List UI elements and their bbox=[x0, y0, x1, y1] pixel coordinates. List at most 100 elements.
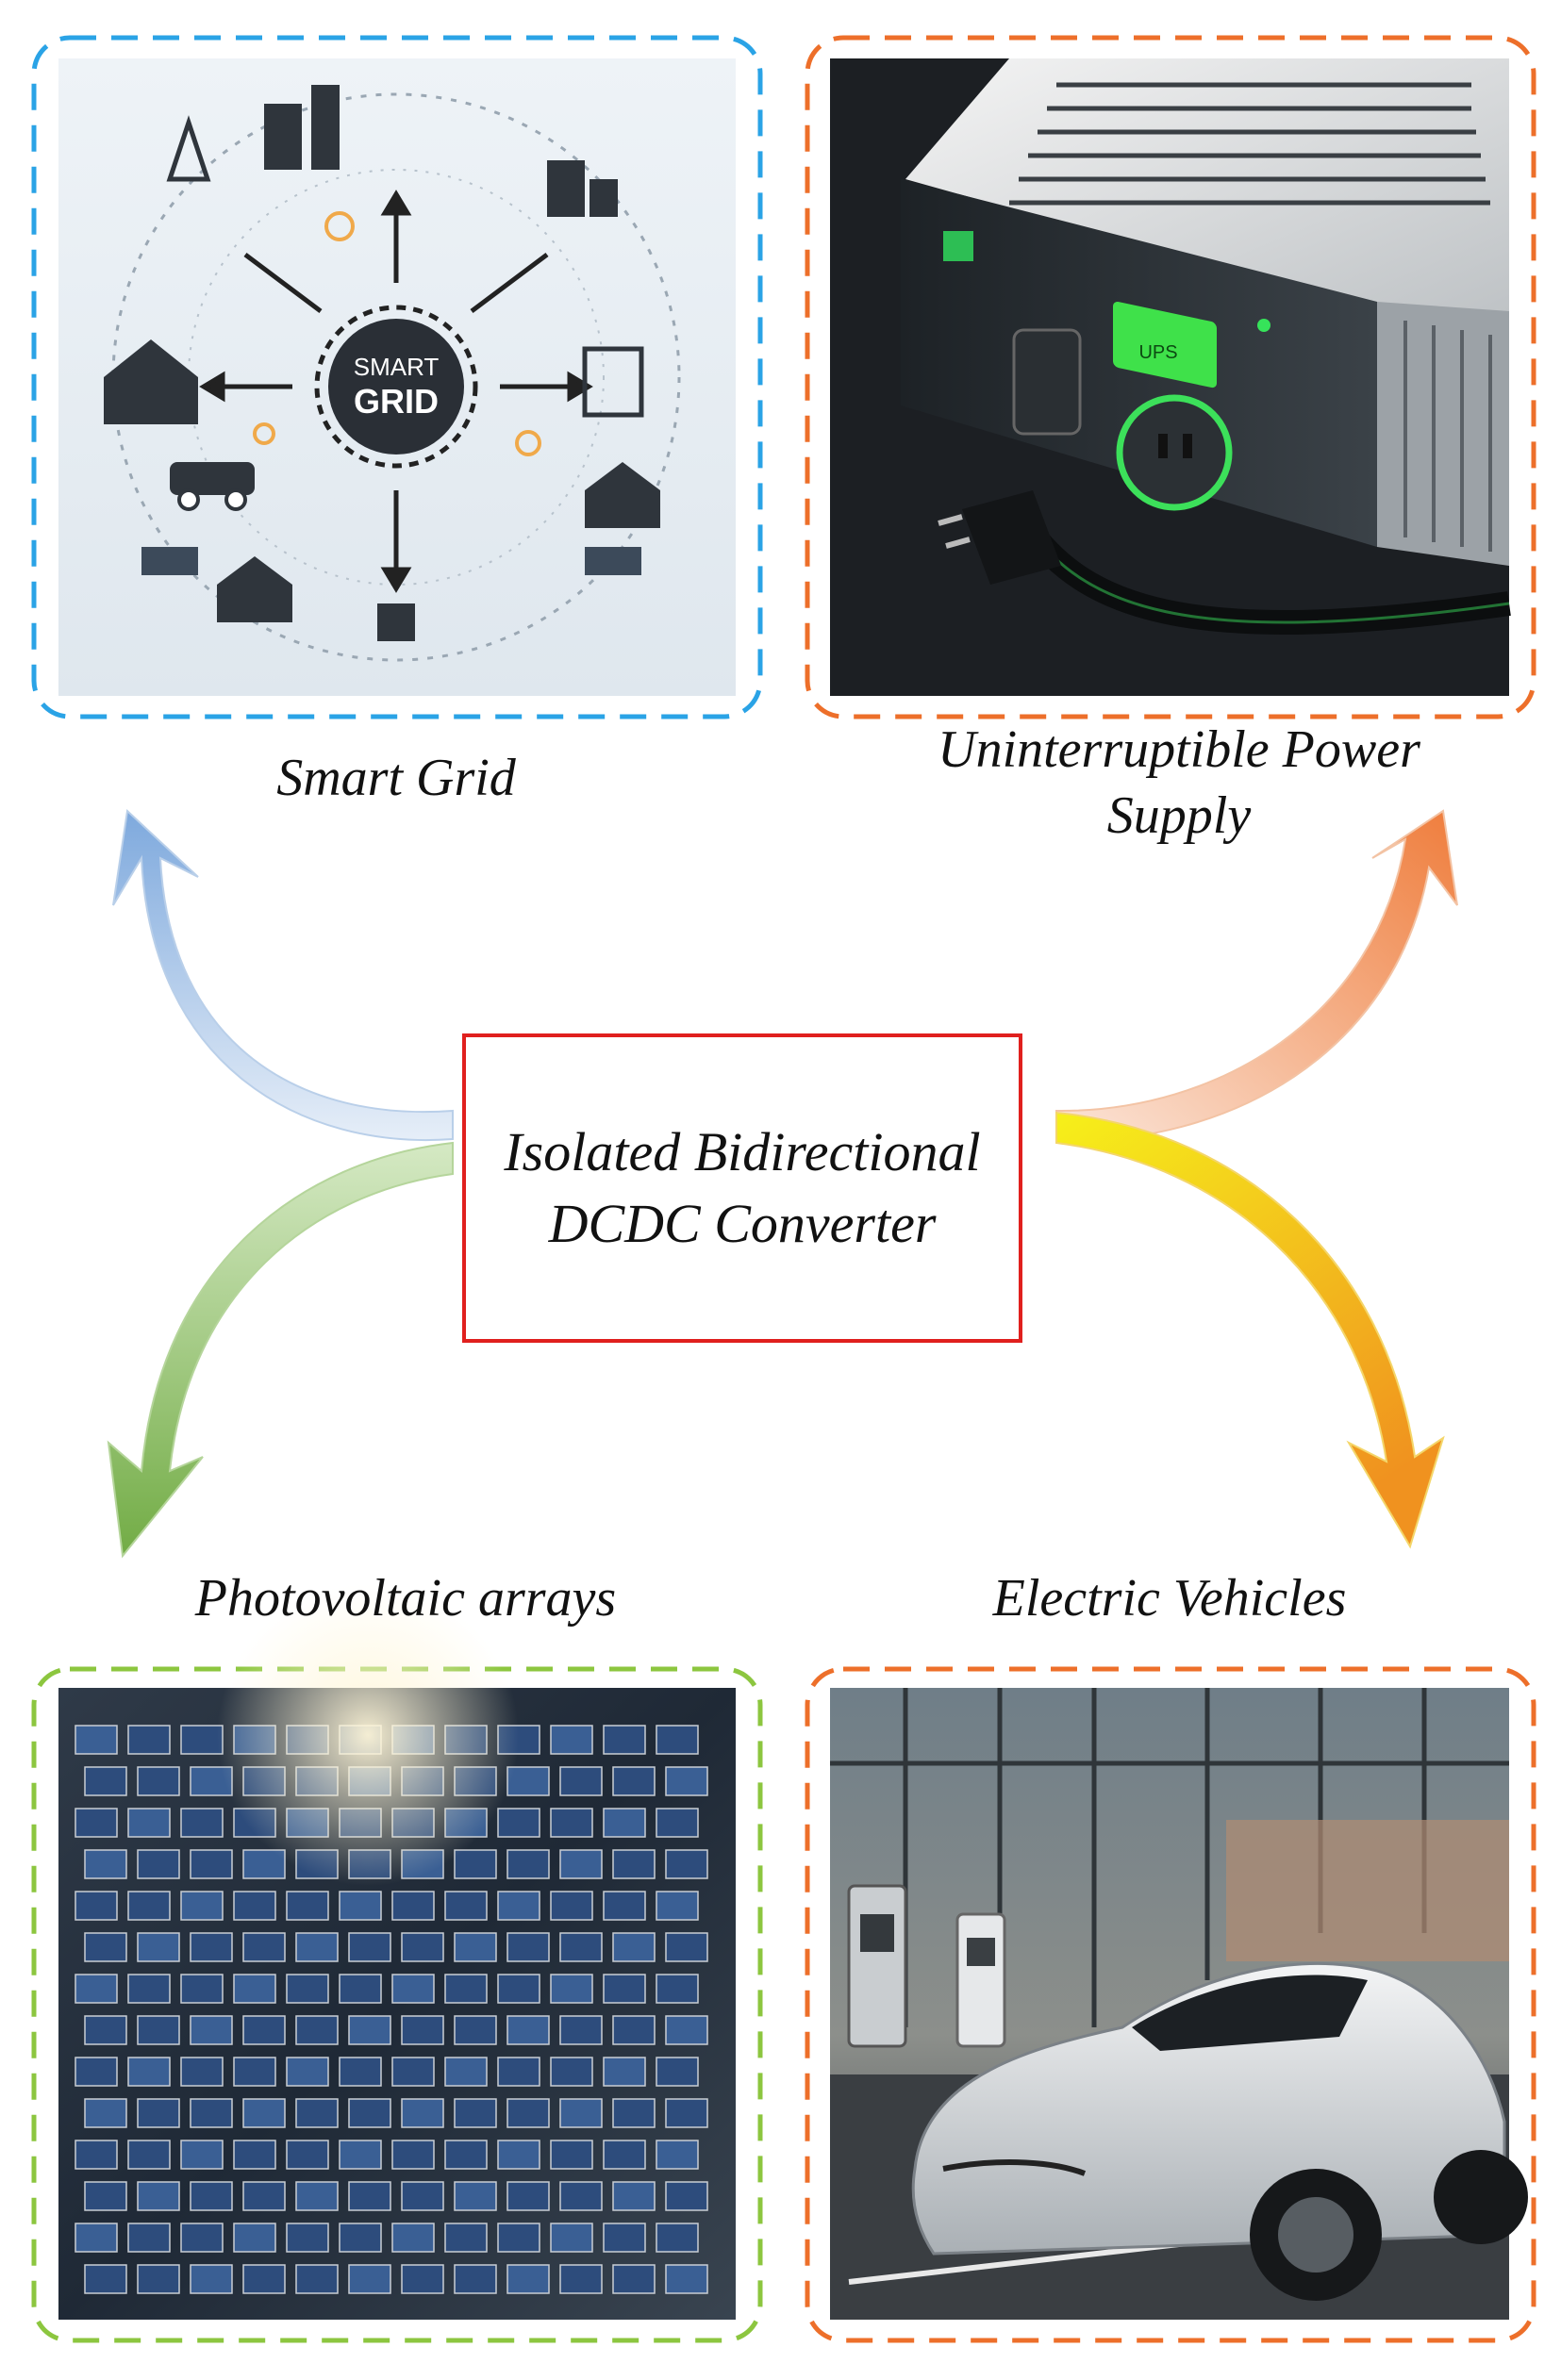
solar-panel-cell bbox=[656, 1891, 699, 1921]
solar-panel-cell bbox=[444, 1974, 488, 2004]
solar-panel-cell bbox=[137, 1849, 180, 1879]
solar-panel-cell bbox=[559, 1932, 603, 1962]
solar-panel-cell bbox=[127, 2140, 171, 2170]
solar-panel-cell bbox=[665, 2264, 708, 2294]
solar-panel-cell bbox=[137, 2098, 180, 2128]
solar-panel-cell bbox=[444, 1891, 488, 1921]
smart-grid-panel: SMART GRID bbox=[31, 35, 763, 719]
solar-panel-cell bbox=[233, 2140, 276, 2170]
solar-panel-cell bbox=[401, 1932, 444, 1962]
solar-panel-cell bbox=[391, 2140, 435, 2170]
solar-panel-cell bbox=[286, 1891, 329, 1921]
solar-panel-cell bbox=[180, 2140, 224, 2170]
electric-vehicles-frame bbox=[805, 1666, 1536, 2343]
arrow-to-smart-grid bbox=[112, 808, 454, 1141]
solar-panel-cell bbox=[550, 1725, 593, 1755]
label-ups: Uninterruptible Power Supply bbox=[849, 717, 1509, 849]
tower-icon bbox=[166, 115, 211, 182]
car-rear-wheel bbox=[1434, 2150, 1528, 2244]
solar-panel-cell bbox=[348, 2015, 391, 2045]
solar-panel-cell bbox=[84, 2015, 127, 2045]
label-photovoltaic: Photovoltaic arrays bbox=[194, 1569, 617, 1628]
arrow-to-photovoltaic bbox=[107, 1141, 454, 1559]
power-plug bbox=[962, 490, 1061, 585]
solar-panel-cell bbox=[295, 2098, 339, 2128]
ups-logo-icon bbox=[943, 231, 973, 261]
label-smart-grid: Smart Grid bbox=[276, 749, 516, 807]
solar-panel-cell bbox=[84, 2264, 127, 2294]
solar-panel-cell bbox=[603, 2057, 646, 2087]
solar-panel-cell bbox=[454, 2181, 497, 2211]
solar-panel-cell bbox=[612, 2098, 656, 2128]
status-led-icon bbox=[1257, 319, 1270, 332]
solar-panel-cell bbox=[603, 1808, 646, 1838]
center-label-line2: DCDC Converter bbox=[548, 1193, 937, 1254]
solar-panel-cell bbox=[127, 1808, 171, 1838]
charging-station-2 bbox=[955, 1912, 1006, 2048]
solar-panel-cell bbox=[180, 2057, 224, 2087]
bulb-icon bbox=[324, 211, 355, 241]
solar-panel-cell bbox=[127, 2223, 171, 2253]
smart-grid-logo-line2: GRID bbox=[354, 382, 439, 421]
solar-panel-cell bbox=[127, 2057, 171, 2087]
photovoltaic-panel bbox=[31, 1584, 763, 2343]
solar-panel-cell bbox=[84, 1849, 127, 1879]
solar-panel-cell bbox=[454, 2015, 497, 2045]
solar-panel-cell bbox=[391, 2057, 435, 2087]
solar-panel-cell bbox=[506, 1932, 550, 1962]
ups-display bbox=[1113, 301, 1217, 388]
solar-panel-cell bbox=[497, 2223, 540, 2253]
solar-panel-cell bbox=[665, 2098, 708, 2128]
solar-panel-cell bbox=[190, 1932, 233, 1962]
solar-panel-cell bbox=[656, 2223, 699, 2253]
solar-panel-cell bbox=[401, 2181, 444, 2211]
smart-grid-frame bbox=[31, 35, 763, 719]
solar-panel-icon bbox=[141, 547, 198, 575]
smart-grid-logo bbox=[328, 319, 464, 455]
solar-panel-cell bbox=[339, 1891, 382, 1921]
solar-panel-cell bbox=[665, 1849, 708, 1879]
solar-panel-cell bbox=[348, 2181, 391, 2211]
solar-panel-cell bbox=[559, 2181, 603, 2211]
solar-panel-cell bbox=[454, 2098, 497, 2128]
solar-panel-cell bbox=[75, 2223, 118, 2253]
solar-panel-cell bbox=[665, 2181, 708, 2211]
solar-panel-cell bbox=[550, 1808, 593, 1838]
solar-panel-cell bbox=[612, 1849, 656, 1879]
solar-panel-cell bbox=[190, 2181, 233, 2211]
solar-panel-cell bbox=[295, 2015, 339, 2045]
solar-panel-cell bbox=[497, 1974, 540, 2004]
solar-panel-cell bbox=[550, 1974, 593, 2004]
solar-panel-cell bbox=[295, 1932, 339, 1962]
solar-panel-cell bbox=[75, 1808, 118, 1838]
solar-panel-cell bbox=[180, 1725, 224, 1755]
solar-panel-cell bbox=[233, 1974, 276, 2004]
solar-panel-cell bbox=[286, 1974, 329, 2004]
solar-panel-cell bbox=[180, 2223, 224, 2253]
ups-frame bbox=[805, 35, 1536, 719]
solar-panel-cell bbox=[550, 2140, 593, 2170]
ups-panel: UPS bbox=[805, 35, 1536, 719]
solar-panel-cell bbox=[84, 1932, 127, 1962]
solar-panel-cell bbox=[233, 2057, 276, 2087]
solar-panel-cell bbox=[75, 2057, 118, 2087]
solar-panel-cell bbox=[137, 2015, 180, 2045]
solar-panel-cell bbox=[603, 2140, 646, 2170]
solar-panel-cell bbox=[242, 2181, 286, 2211]
solar-panel-cell bbox=[506, 1849, 550, 1879]
solar-panel-cell bbox=[348, 2098, 391, 2128]
solar-panel-cell bbox=[559, 1766, 603, 1796]
solar-panel-cell bbox=[497, 1808, 540, 1838]
arrow-to-electric-vehicles bbox=[1055, 1111, 1445, 1549]
solar-panel-cell bbox=[612, 2264, 656, 2294]
solar-panel-cell bbox=[444, 2057, 488, 2087]
solar-panel-cell bbox=[339, 2057, 382, 2087]
solar-panel-cell bbox=[497, 2057, 540, 2087]
solar-panel-cell bbox=[506, 2181, 550, 2211]
solar-panel-cell bbox=[242, 2098, 286, 2128]
solar-panel-cell bbox=[233, 1891, 276, 1921]
solar-panel-cell bbox=[603, 1725, 646, 1755]
solar-panel-cell bbox=[401, 2015, 444, 2045]
label-ups-line2: Supply bbox=[1106, 786, 1252, 845]
solar-panel-cell bbox=[242, 2015, 286, 2045]
